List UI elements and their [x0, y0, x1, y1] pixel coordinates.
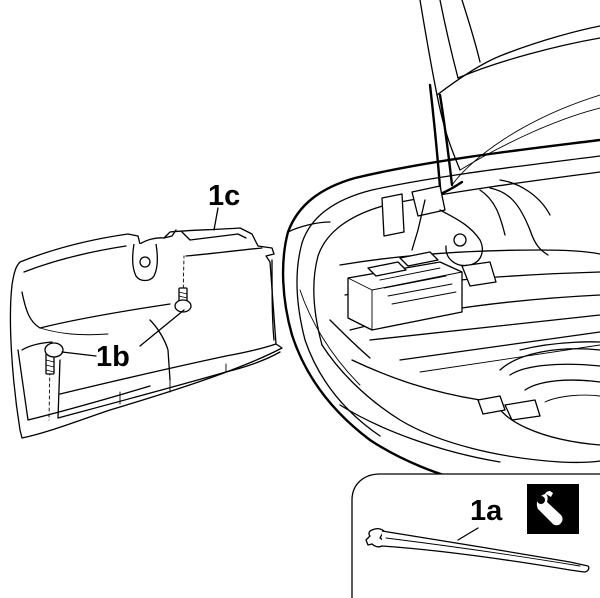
callouts: 1c 1b: [61, 180, 240, 373]
screws: [44, 255, 192, 421]
car-trunk: [281, 0, 600, 484]
leader-1b-upper: [139, 309, 185, 347]
battery-box: [347, 251, 463, 331]
wrench-icon: [527, 484, 579, 534]
trim-panel-outline: [9, 227, 283, 439]
callout-1c: 1c: [208, 180, 240, 212]
callout-1b: 1b: [96, 341, 130, 373]
spare-wheel-well: [477, 341, 600, 446]
callout-1a: 1a: [470, 495, 503, 527]
leader-1b-lower: [61, 351, 97, 357]
tool-inset: 1a: [351, 473, 600, 598]
screw-lower: [44, 342, 64, 421]
rear-body: [281, 138, 600, 484]
trim-panel: [9, 227, 283, 439]
trunk-interior: [329, 179, 600, 446]
trunk-lid: [419, 0, 600, 202]
wiring-bracket: [381, 179, 551, 287]
leader-1a: [457, 527, 479, 541]
leader-1c: [213, 207, 219, 231]
trim-removal-tool: [365, 527, 590, 573]
screw-upper: [174, 255, 192, 313]
